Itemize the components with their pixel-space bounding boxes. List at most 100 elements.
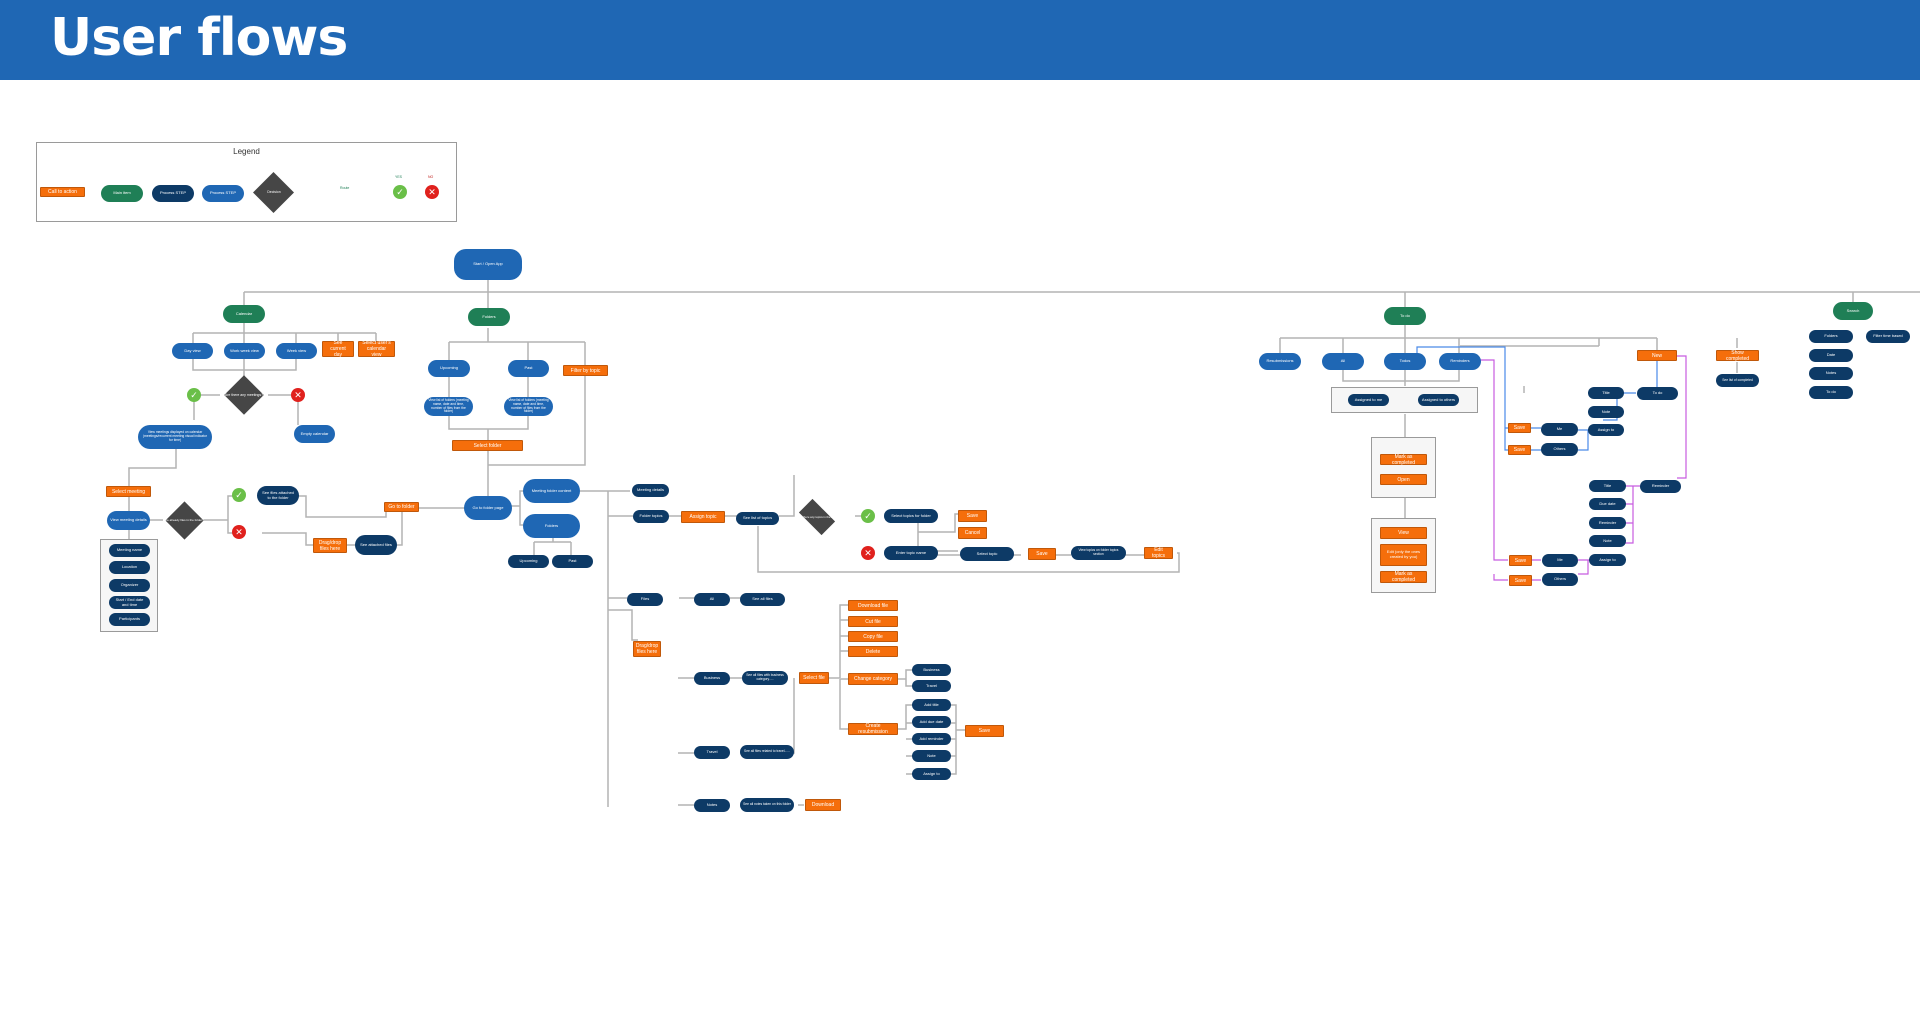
todo-field[interactable]: Note [1588,406,1624,418]
todo-tab-resubmissions[interactable]: Resubmissions [1259,353,1301,370]
files-node[interactable]: Files [627,593,663,606]
resubmission-field[interactable]: Add reminder [912,733,951,745]
resubmission-field[interactable]: Note [912,750,951,762]
category-option[interactable]: Travel [912,680,951,692]
reminder-field[interactable]: Due date [1589,498,1626,510]
filter-time-based-node[interactable]: Filter time based [1866,330,1910,343]
reminder-field[interactable]: Reminder [1589,517,1626,529]
files-all-node[interactable]: All [694,593,730,606]
enter-topic-name-input[interactable]: Enter topic name [884,546,938,560]
todo-field[interactable]: Assign to [1588,424,1624,436]
todo-field[interactable]: Title [1588,387,1624,399]
show-completed-button[interactable]: Show completed [1716,350,1759,362]
legend-title: Legend [233,147,260,156]
go-to-folder-page-node[interactable]: Go to folder page [464,496,512,520]
select-calendar-view-button[interactable]: Select user's calendar view [358,340,395,358]
change-category-button[interactable]: Change category [848,673,898,685]
todo-me-node[interactable]: Me [1541,423,1578,436]
search-item[interactable]: Folders [1809,330,1853,343]
see-travel-files-node: See all files related to travel...... [740,745,794,759]
start-open-app-node[interactable]: Start / Open App [454,249,522,280]
reminder-others-node[interactable]: Others [1542,573,1578,586]
meeting-folder-content-node[interactable]: Meeting folder content [523,479,580,503]
search-item[interactable]: Date [1809,349,1853,362]
view-button[interactable]: View [1380,527,1427,539]
todo-tab-reminders[interactable]: Reminders [1439,353,1481,370]
create-resubmission-button[interactable]: Create resubmission [848,723,898,735]
resubmission-field[interactable]: Assign to [912,768,951,780]
go-to-folder-button[interactable]: Go to folder [384,502,419,512]
todo-tab-todos[interactable]: Todos [1384,353,1426,370]
mark-completed2-button[interactable]: Mark as completed [1380,571,1427,583]
reminder-field[interactable]: Assign to [1589,554,1626,566]
reminder-node[interactable]: Reminder [1640,480,1681,493]
legend: Legend Call to action Main item Process … [36,142,457,222]
day-view-node[interactable]: Day view [172,343,213,359]
close-icon: ✕ [291,388,305,402]
files-business-node[interactable]: Business [694,672,730,685]
search-item[interactable]: Notes [1809,367,1853,380]
filter-by-topic-button[interactable]: Filter by topic [563,365,608,376]
edit-topics-button[interactable]: Edit topics [1144,547,1173,559]
assign-topic-button[interactable]: Assign topic [681,511,725,523]
topic-save2-button[interactable]: Save [1028,548,1056,560]
copy-file-button[interactable]: Copy file [848,631,898,642]
folders-subnode[interactable]: Folders [523,514,580,538]
delete-file-button[interactable]: Delete [848,646,898,657]
legend-decision-label: Decision [267,190,281,194]
select-folder-button[interactable]: Select folder [452,440,523,451]
folders-node[interactable]: Folders [468,308,510,326]
select-meeting-button[interactable]: Select meeting [106,486,151,497]
resubmission-field[interactable]: Add title [912,699,951,711]
todo-node[interactable]: To do [1384,307,1426,325]
see-current-day-button[interactable]: See current day [322,340,354,358]
calendar-node[interactable]: Calendar [223,305,265,323]
reminder-save-others-button[interactable]: Save [1509,575,1532,586]
mark-completed-button[interactable]: Mark as completed [1380,454,1427,466]
download-notes-button[interactable]: Download [805,799,841,811]
folders-past-node[interactable]: Past [552,555,593,568]
todo-save-me-button[interactable]: Save [1508,423,1531,433]
search-item[interactable]: To do [1809,386,1853,399]
folder-topics-node[interactable]: Folder topics [633,510,669,523]
view-meeting-details-node[interactable]: View meeting details [107,511,150,530]
download-file-button[interactable]: Download file [848,600,898,611]
select-file-button[interactable]: Select file [799,672,829,684]
upcoming-node[interactable]: Upcoming [428,360,470,377]
assigned-to-me-node[interactable]: Assigned to me [1348,394,1389,406]
todo-others-node[interactable]: Others [1541,443,1578,456]
files-notes-node[interactable]: Notes [694,799,730,812]
select-topics-for-folder-node[interactable]: Select topics for folder [884,509,938,523]
todo-tab-all[interactable]: All [1322,353,1364,370]
drag-drop-files-button[interactable]: Drag/drop files here [313,538,347,553]
reminder-field[interactable]: Note [1589,535,1626,547]
meeting-details-node[interactable]: Meeting details [632,484,669,497]
view-meetings-node[interactable]: View meetings displayed on calendar (mee… [138,425,212,449]
work-week-view-node[interactable]: Work week view [224,343,265,359]
assigned-to-others-node[interactable]: Assigned to others [1418,394,1459,406]
files-drag-drop-button[interactable]: Drag/drop files here [633,641,661,657]
close-icon: ✕ [861,546,875,560]
legend-yes-label: YES [395,175,403,179]
select-topic-node[interactable]: Select topic [960,547,1014,561]
topic-save-button[interactable]: Save [958,510,987,522]
view-topics-section-node: View topics on folder topics section [1071,546,1126,560]
to-do-node[interactable]: To do [1637,387,1678,400]
folders-upcoming-node[interactable]: Upcoming [508,555,549,568]
topic-cancel-button[interactable]: Cancel [958,527,987,539]
todo-save-others-button[interactable]: Save [1508,445,1531,455]
reminder-field[interactable]: Title [1589,480,1626,492]
resubmission-field[interactable]: Add due date [912,716,951,728]
open-button[interactable]: Open [1380,474,1427,485]
cut-file-button[interactable]: Cut file [848,616,898,627]
past-node[interactable]: Past [508,360,549,377]
resubmission-save-button[interactable]: Save [965,725,1004,737]
edit-button[interactable]: Edit (only the ones created by you) [1380,544,1427,566]
category-option[interactable]: Business [912,664,951,676]
new-todo-button[interactable]: New [1637,350,1677,361]
reminder-me-node[interactable]: Me [1542,554,1578,567]
week-view-node[interactable]: Week view [276,343,317,359]
files-travel-node[interactable]: Travel [694,746,730,759]
reminder-save-me-button[interactable]: Save [1509,555,1532,566]
search-node[interactable]: Search [1833,302,1873,320]
